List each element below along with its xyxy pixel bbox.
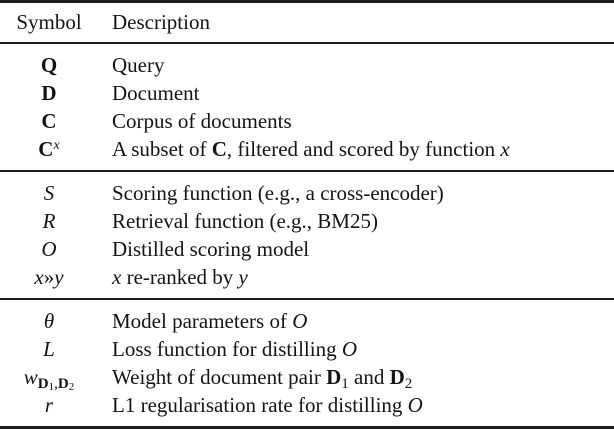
description-cell: Document <box>112 79 614 107</box>
text-segment: and <box>348 365 390 389</box>
text-segment: D <box>326 365 342 389</box>
description-cell: Retrieval function (e.g., BM25) <box>112 207 614 235</box>
symbol-cell: Q <box>0 51 98 79</box>
symbol-cell: x»y <box>0 263 98 291</box>
table-row: D Document <box>0 79 614 107</box>
text-segment: r <box>44 393 54 417</box>
text-segment: y <box>54 265 64 289</box>
text-segment: L1 regularisation rate for distilling <box>112 393 408 417</box>
description-cell: L1 regularisation rate for distilling O <box>112 391 614 419</box>
text-segment: Query <box>112 53 165 77</box>
text-segment: D <box>41 81 57 105</box>
table-header-row: Symbol Description <box>0 3 614 42</box>
text-segment: w <box>23 365 38 389</box>
header-description: Description <box>112 10 210 34</box>
symbol-cell: D <box>0 79 98 107</box>
text-segment: Corpus of documents <box>112 109 292 133</box>
text-segment: S <box>43 181 55 205</box>
table-row: θ Model parameters of O <box>0 307 614 335</box>
table-row: S Scoring function (e.g., a cross-encoder… <box>0 179 614 207</box>
text-segment: x <box>500 137 510 161</box>
symbol-cell: R <box>0 207 98 235</box>
text-segment: x <box>53 138 60 153</box>
rule-bottom <box>0 426 614 429</box>
description-cell: Loss function for distilling O <box>112 335 614 363</box>
symbol-cell: C <box>0 107 98 135</box>
table-row: R Retrieval function (e.g., BM25) <box>0 207 614 235</box>
text-segment: L <box>43 337 55 361</box>
text-segment: Loss function for distilling <box>112 337 342 361</box>
text-segment: , filtered and scored by function <box>226 137 501 161</box>
text-segment: O <box>341 337 357 361</box>
table-row: L Loss function for distilling O <box>0 335 614 363</box>
text-segment: Scoring function (e.g., a cross-encoder) <box>112 181 444 205</box>
text-segment: Retrieval function (e.g., BM25) <box>112 209 378 233</box>
text-segment: , <box>54 376 58 392</box>
table-row: r L1 regularisation rate for distilling O <box>0 391 614 419</box>
text-segment: C <box>211 137 227 161</box>
text-segment: Weight of document pair <box>112 365 327 389</box>
text-segment: D <box>57 376 69 392</box>
text-segment: C <box>41 109 57 133</box>
rule-header <box>0 42 614 44</box>
symbol-cell: θ <box>0 307 98 335</box>
text-segment: O <box>292 309 308 333</box>
text-segment: C <box>38 137 54 161</box>
text-segment: x <box>112 265 122 289</box>
text-segment: O <box>407 393 423 417</box>
text-segment: 1 <box>341 376 349 392</box>
table-section: S Scoring function (e.g., a cross-encoder… <box>0 172 614 298</box>
rule-top <box>0 0 614 3</box>
text-segment: Distilled scoring model <box>112 237 310 261</box>
text-segment: x <box>34 265 44 289</box>
table-row: C Corpus of documents <box>0 107 614 135</box>
header-symbol: Symbol <box>16 10 82 34</box>
rule-mid-2 <box>0 298 614 300</box>
text-segment: y <box>238 265 248 289</box>
description-cell: Weight of document pair D1 and D2 <box>112 363 614 392</box>
text-segment: θ <box>43 309 55 333</box>
description-cell: x re-ranked by y <box>112 263 614 291</box>
symbol-cell: wD1,D2 <box>0 363 98 393</box>
table-section: θ Model parameters of O L Loss function for… <box>0 300 614 426</box>
description-cell: Query <box>112 51 614 79</box>
table-row: O Distilled scoring model <box>0 235 614 263</box>
text-segment: 1 <box>48 381 55 393</box>
text-segment: 2 <box>68 381 75 393</box>
text-segment: Document <box>112 81 200 105</box>
text-segment: Model parameters of <box>112 309 293 333</box>
description-cell: A subset of C, filtered and scored by fu… <box>112 135 614 163</box>
symbol-cell: L <box>0 335 98 363</box>
text-segment: 2 <box>404 376 413 392</box>
symbol-cell: S <box>0 179 98 207</box>
text-segment: Q <box>40 53 58 77</box>
text-segment: D <box>389 365 405 389</box>
description-cell: Scoring function (e.g., a cross-encoder) <box>112 179 614 207</box>
description-cell: Model parameters of O <box>112 307 614 335</box>
text-segment: » <box>43 265 55 289</box>
description-cell: Corpus of documents <box>112 107 614 135</box>
symbol-cell: O <box>0 235 98 263</box>
text-segment: D <box>37 376 49 392</box>
symbol-cell: r <box>0 391 98 419</box>
text-segment: re-ranked by <box>121 265 239 289</box>
text-segment: A subset of <box>112 137 212 161</box>
description-cell: Distilled scoring model <box>112 235 614 263</box>
symbol-cell: Cx <box>0 135 98 163</box>
text-segment: O <box>41 237 57 261</box>
table-row: Q Query <box>0 51 614 79</box>
text-segment: R <box>42 209 56 233</box>
rule-mid-1 <box>0 170 614 172</box>
